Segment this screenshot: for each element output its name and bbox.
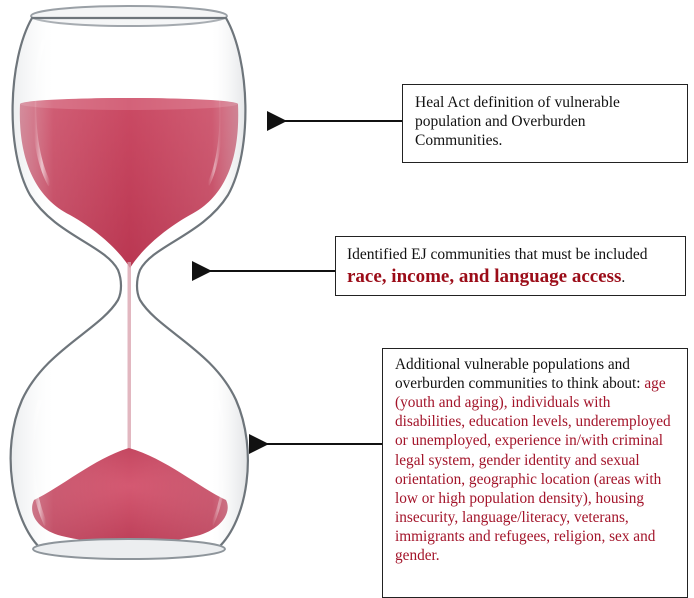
bottom-rim (32, 538, 226, 560)
hourglass-image (9, 5, 249, 560)
box1-text: Heal Act definition of vulnerable popula… (415, 94, 620, 149)
box2-emphasis: race, income, and language access (347, 265, 622, 287)
box2-text: Identified EJ communities that must be i… (347, 246, 648, 263)
box-additional-populations: Additional vulnerable populations and ov… (382, 348, 688, 598)
box3-list: age (youth and aging), individuals with … (395, 375, 671, 565)
box-heal-act-definition: Heal Act definition of vulnerable popula… (402, 84, 688, 163)
box2-end: . (621, 268, 626, 286)
box-identified-ej-communities: Identified EJ communities that must be i… (335, 236, 686, 296)
box3-intro: Additional vulnerable populations and ov… (395, 356, 641, 393)
